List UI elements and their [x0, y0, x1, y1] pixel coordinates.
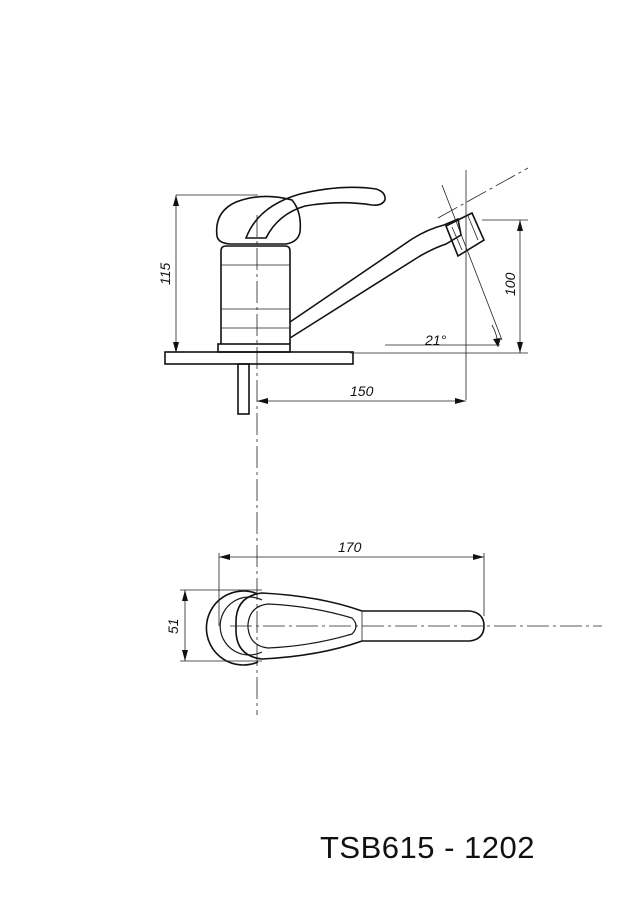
round-body [205, 590, 259, 666]
lever-handle [244, 186, 386, 239]
spout-height-label: 100 [502, 272, 518, 296]
handle-width-dimension: 51 [165, 589, 262, 662]
side-view: 115 100 21° 150 [157, 167, 529, 715]
outlet-axis [441, 184, 503, 341]
handle-length-label: 170 [338, 539, 362, 555]
spout-reach-label: 150 [350, 383, 374, 399]
round-body-inner [219, 596, 263, 656]
handle-length-dimension: 170 [218, 539, 485, 626]
lever-top-inner [247, 603, 357, 649]
spout-angle-dimension: 21° [385, 324, 501, 348]
faucet-body [220, 245, 291, 344]
spout [289, 217, 462, 339]
lever-top-outline [235, 592, 485, 660]
spout-height-dimension: 100 [350, 219, 528, 354]
aerator [444, 211, 486, 258]
base-plate [164, 351, 354, 365]
body-height-label: 115 [157, 262, 173, 285]
body-height-dimension: 115 [157, 194, 258, 353]
model-code: TSB615 - 1202 [320, 830, 536, 865]
handle-width-label: 51 [165, 618, 181, 634]
lever-cap [215, 195, 302, 245]
spout-angle-label: 21° [424, 332, 447, 348]
outlet-axis [437, 167, 529, 219]
body-collar [217, 343, 291, 353]
spout-reach-dimension: 150 [257, 383, 466, 404]
mounting-shank [237, 363, 250, 415]
top-view: 170 51 [165, 539, 602, 666]
